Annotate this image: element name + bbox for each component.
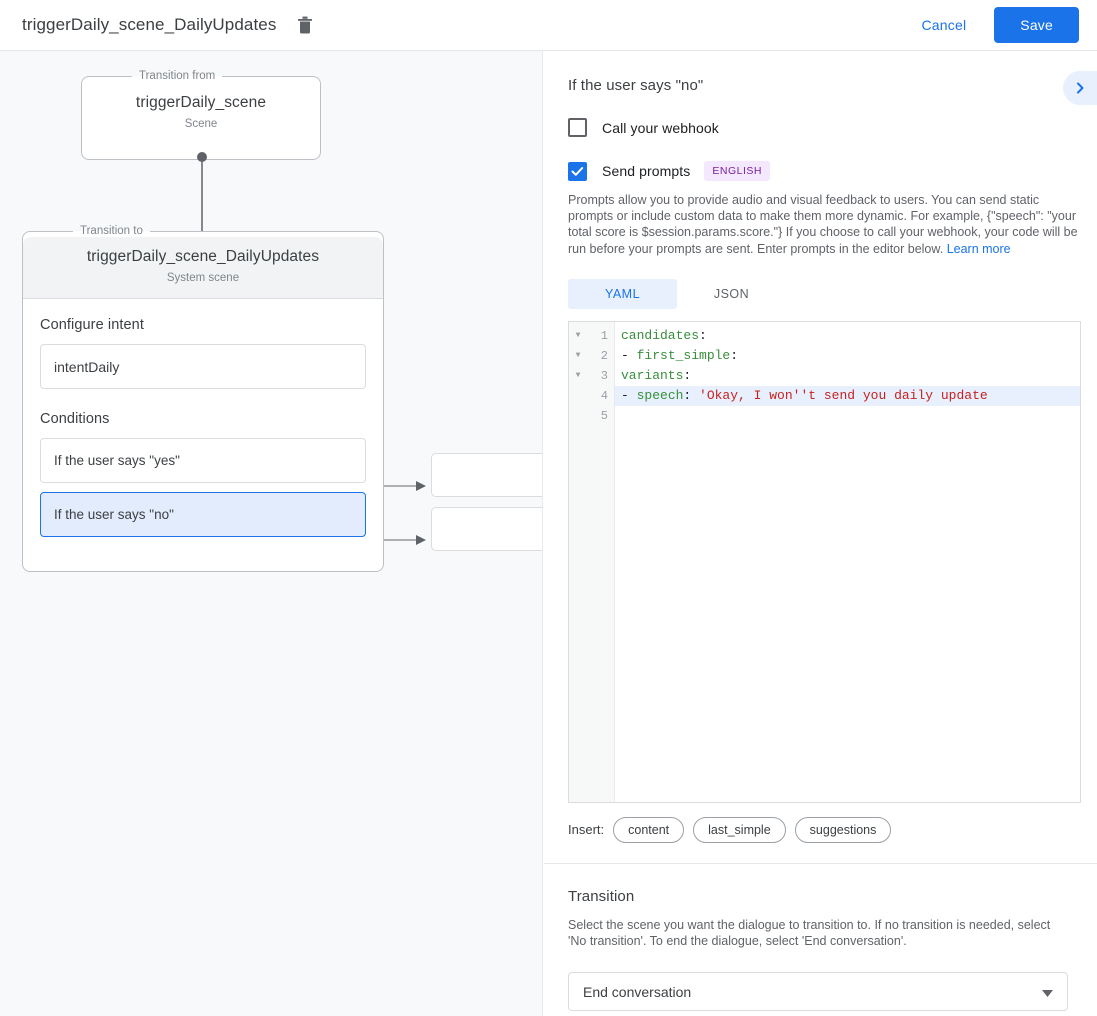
editor-code-area[interactable]: candidates: - first_simple: variants: - …: [615, 322, 1080, 802]
insert-chip-suggestions[interactable]: suggestions: [794, 816, 892, 843]
line-number: 3: [600, 368, 608, 383]
webhook-label: Call your webhook: [602, 119, 719, 136]
flow-canvas[interactable]: Transition from triggerDaily_scene Scene…: [0, 51, 543, 1016]
gutter-line: ▼1: [569, 326, 614, 346]
fold-toggle-icon[interactable]: ▼: [575, 350, 581, 360]
save-button[interactable]: Save: [994, 7, 1079, 43]
learn-more-link[interactable]: Learn more: [946, 241, 1011, 256]
line-number: 4: [600, 388, 608, 403]
delete-button[interactable]: [292, 12, 318, 38]
transition-from-node[interactable]: Transition from triggerDaily_scene Scene: [81, 70, 321, 160]
insert-chip-content[interactable]: content: [613, 816, 685, 843]
insert-label: Insert:: [568, 822, 605, 838]
conditions-label: Conditions: [40, 411, 110, 427]
insert-row: Insert: content last_simple suggestions: [568, 816, 1073, 843]
configure-intent-label: Configure intent: [40, 317, 144, 333]
prompts-description-text: Prompts allow you to provide audio and v…: [568, 193, 1078, 256]
fold-toggle-icon[interactable]: ▼: [575, 330, 581, 340]
line-number: 5: [600, 408, 608, 423]
gutter-line: 5: [569, 406, 614, 426]
intent-input[interactable]: intentDaily: [40, 344, 366, 389]
transition-select-value: End conversation: [583, 983, 692, 1000]
transition-from-name: triggerDaily_scene: [135, 94, 267, 111]
transition-to-node[interactable]: Transition to triggerDaily_scene_DailyUp…: [22, 225, 384, 572]
line-number: 1: [600, 328, 608, 343]
code-line-3: variants:: [621, 367, 692, 383]
webhook-row[interactable]: Call your webhook: [568, 118, 1073, 137]
fold-toggle-icon[interactable]: ▼: [575, 370, 581, 380]
language-badge: ENGLISH: [704, 161, 770, 181]
top-bar-actions: Cancel Save: [908, 7, 1079, 43]
gutter-line: 4: [569, 386, 614, 406]
trash-icon: [298, 16, 313, 34]
code-line-5: [615, 406, 1080, 426]
page-title: triggerDaily_scene_DailyUpdates: [22, 15, 277, 34]
transition-to-body: Configure intent intentDaily Conditions …: [23, 299, 383, 537]
code-editor[interactable]: ▼1 ▼2 ▼3 4 5 candidates: - first_simple:…: [568, 320, 1081, 803]
code-line-2: - first_simple:: [621, 347, 739, 363]
gutter-line: ▼2: [569, 346, 614, 366]
check-icon: [571, 166, 584, 176]
send-prompts-label: Send prompts: [602, 163, 691, 179]
transition-section-title: Transition: [568, 887, 635, 905]
condition-item-no[interactable]: If the user says "no": [40, 492, 366, 537]
transition-from-type: Scene: [184, 118, 218, 130]
transition-to-type: System scene: [166, 272, 240, 284]
top-bar: triggerDaily_scene_DailyUpdates Cancel S…: [0, 0, 1097, 51]
editor-gutter: ▼1 ▼2 ▼3 4 5: [569, 321, 615, 802]
line-number: 2: [600, 348, 608, 363]
transition-select[interactable]: End conversation: [568, 972, 1068, 1012]
code-line-4: - speech: 'Okay, I won''t send you daily…: [615, 385, 1080, 406]
send-prompts-checkbox[interactable]: [568, 161, 587, 181]
send-prompts-row[interactable]: Send prompts ENGLISH: [568, 161, 1073, 181]
tab-yaml[interactable]: YAML: [568, 278, 677, 309]
detail-panel: If the user says "no" Call your webhook …: [544, 51, 1097, 1016]
prompts-description: Prompts allow you to provide audio and v…: [568, 192, 1081, 257]
cancel-button[interactable]: Cancel: [908, 9, 981, 41]
insert-chip-last-simple[interactable]: last_simple: [693, 816, 786, 843]
webhook-checkbox[interactable]: [568, 118, 587, 137]
section-divider: [544, 862, 1097, 864]
transition-description: Select the scene you want the dialogue t…: [568, 917, 1051, 949]
transition-to-header: triggerDaily_scene_DailyUpdates System s…: [23, 237, 383, 299]
expand-panel-button[interactable]: [1063, 71, 1097, 105]
condition-item-yes[interactable]: If the user says "yes": [40, 438, 366, 483]
chevron-right-icon: [1077, 82, 1084, 94]
transition-to-legend: Transition to: [80, 225, 143, 237]
tab-json[interactable]: JSON: [713, 286, 750, 301]
gutter-line: ▼3: [569, 366, 614, 386]
code-line-1: candidates:: [621, 327, 707, 343]
target-node-yes[interactable]: [431, 453, 542, 497]
panel-header: If the user says "no": [568, 51, 1073, 94]
transition-from-legend: Transition from: [139, 70, 216, 82]
panel-title: If the user says "no": [568, 77, 704, 94]
chevron-down-icon: [1042, 984, 1053, 1000]
transition-to-name: triggerDaily_scene_DailyUpdates: [86, 248, 320, 265]
editor-format-tabs: YAML JSON: [568, 278, 1073, 309]
target-node-no[interactable]: [431, 507, 542, 551]
